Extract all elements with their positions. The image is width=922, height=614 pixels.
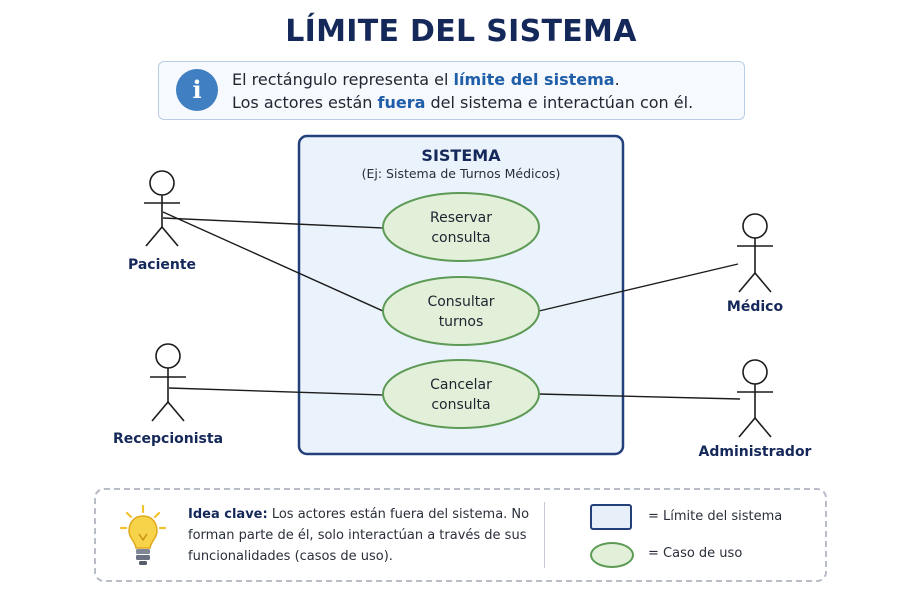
- legend-boundary-swatch: [590, 504, 632, 530]
- legend-box: Idea clave: Los actores están fuera del …: [94, 488, 827, 582]
- info-icon: i: [176, 69, 218, 111]
- actor-paciente: [144, 170, 180, 247]
- page-title: LÍMITE DEL SISTEMA: [285, 14, 637, 49]
- legend-usecase-label: = Caso de uso: [648, 546, 743, 561]
- actor-label-recepcionista: Recepcionista: [113, 431, 223, 447]
- association-medico-consultar: [538, 263, 739, 312]
- associations: [162, 211, 741, 400]
- actor-head: [742, 213, 768, 239]
- actor-head: [742, 359, 768, 385]
- info-callout: i El rectángulo representa el límite del…: [158, 61, 745, 120]
- actor-head: [155, 343, 181, 369]
- key-idea-label: Idea clave:: [188, 507, 268, 522]
- key-idea-body: Los actores están fuera del sistema. No …: [188, 507, 530, 564]
- lightbulb-icon: [119, 504, 167, 565]
- actor-administrador: [737, 359, 773, 438]
- association-paciente-reservar: [162, 217, 384, 229]
- info-line-2-post: del sistema e interactúan con él.: [425, 93, 694, 112]
- info-line-2-pre: Los actores están: [232, 93, 378, 112]
- info-line-2-highlight: fuera: [377, 93, 426, 112]
- use-case-ellipse: [382, 276, 540, 346]
- actor-recepcionista: [150, 343, 186, 422]
- use-case-label: Reservar: [430, 210, 492, 226]
- use-case-label: consulta: [431, 397, 490, 413]
- use-case-consultar: Consultar turnos: [382, 276, 540, 346]
- use-case-ellipse: [382, 192, 540, 262]
- use-case-label: Consultar: [427, 294, 494, 310]
- association-paciente-consultar: [162, 211, 384, 312]
- actor-head: [149, 170, 175, 196]
- association-recepcionista-cancelar: [168, 387, 384, 396]
- system-title: SISTEMA: [421, 146, 501, 165]
- use-case-ellipse: [382, 359, 540, 429]
- legend-usecase-swatch: [590, 542, 634, 568]
- info-line-2: Los actores están fuera del sistema e in…: [232, 91, 693, 114]
- legend-divider: [544, 502, 545, 568]
- legend-boundary-label: = Límite del sistema: [648, 509, 783, 524]
- info-text: El rectángulo representa el límite del s…: [232, 68, 693, 114]
- actor-label-paciente: Paciente: [128, 257, 196, 273]
- use-case-label: turnos: [439, 314, 484, 330]
- association-administrador-cancelar: [538, 393, 741, 400]
- info-line-1-pre: El rectángulo representa el: [232, 70, 454, 89]
- system-subtitle: (Ej: Sistema de Turnos Médicos): [362, 166, 561, 181]
- use-case-cancelar: Cancelar consulta: [382, 359, 540, 429]
- key-idea-text: Idea clave: Los actores están fuera del …: [188, 504, 533, 567]
- info-line-1-highlight: límite del sistema: [453, 70, 615, 89]
- info-line-1-post: .: [614, 70, 620, 89]
- use-case-reservar: Reservar consulta: [382, 192, 540, 262]
- info-line-1: El rectángulo representa el límite del s…: [232, 68, 693, 91]
- use-case-label: Cancelar: [430, 377, 492, 393]
- actor-medico: [737, 213, 773, 293]
- actor-label-administrador: Administrador: [699, 444, 812, 460]
- use-case-label: consulta: [431, 230, 490, 246]
- actor-label-medico: Médico: [727, 299, 784, 315]
